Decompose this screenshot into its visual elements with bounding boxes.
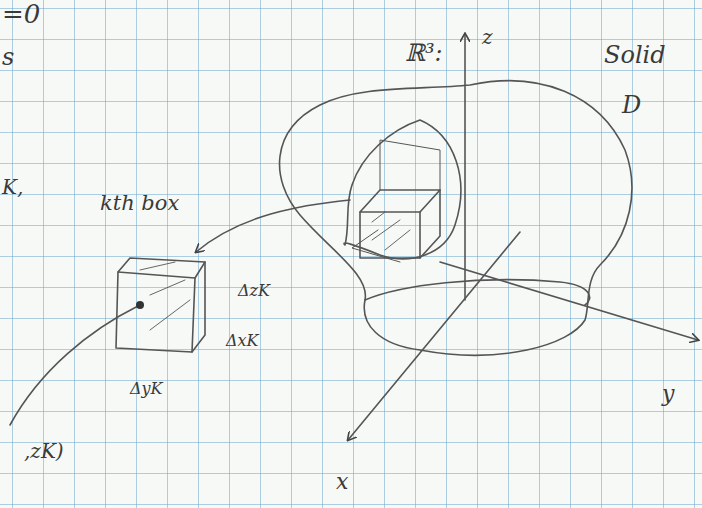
handwritten-label: Solid <box>604 42 666 68</box>
handwritten-label: K, <box>2 176 23 198</box>
handwritten-label: kth box <box>100 192 179 215</box>
handwritten-label: y <box>662 382 674 406</box>
handwritten-label: ΔzK <box>238 282 270 300</box>
handwritten-label: D <box>622 92 641 118</box>
handwritten-label: ,zK) <box>24 440 64 462</box>
handwritten-label: ℝ³: <box>405 40 443 66</box>
handwritten-label: z <box>482 26 493 48</box>
handwritten-label: ΔxK <box>226 332 259 350</box>
handwritten-label: ΔyK <box>130 380 163 398</box>
handwritten-label: s <box>2 44 14 70</box>
handwritten-label: x <box>336 470 348 494</box>
handwritten-label: =0 <box>2 0 40 29</box>
